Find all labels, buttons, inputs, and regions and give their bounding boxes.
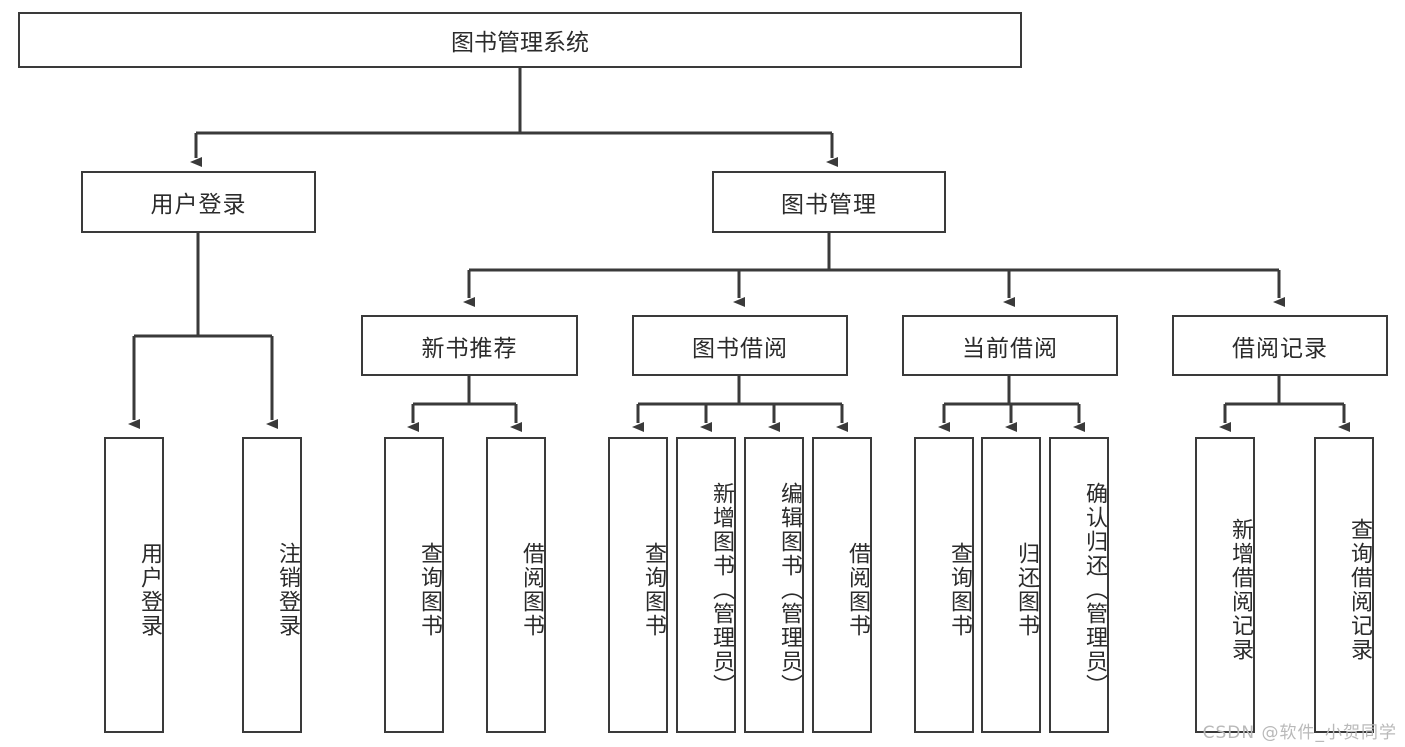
leaf-newbook-query-book[interactable]: 查询图书: [384, 437, 444, 733]
node-label: 查询图书: [417, 542, 442, 638]
node-label: 查询图书: [947, 542, 972, 638]
leaf-user-logout[interactable]: 注销登录: [242, 437, 302, 733]
node-label: 查询借阅记录: [1347, 518, 1372, 662]
leaf-borrow-query-book[interactable]: 查询图书: [608, 437, 668, 733]
node-label: 图书管理: [781, 192, 877, 218]
node-label: 用户登录: [137, 542, 162, 638]
node-label: 借阅图书: [519, 542, 544, 638]
node-book-management[interactable]: 图书管理: [712, 171, 946, 233]
node-book-borrow[interactable]: 图书借阅: [632, 315, 848, 376]
node-user-login[interactable]: 用户登录: [81, 171, 316, 233]
node-label: 新书推荐: [421, 335, 518, 362]
node-label: 新增借阅记录: [1228, 518, 1253, 662]
node-label: 借阅图书: [845, 542, 870, 638]
node-label: 新增图书（管理员）: [709, 482, 734, 698]
leaf-current-return-book[interactable]: 归还图书: [981, 437, 1041, 733]
leaf-current-query-book[interactable]: 查询图书: [914, 437, 974, 733]
leaf-newbook-borrow-book[interactable]: 借阅图书: [486, 437, 546, 733]
node-borrow-record[interactable]: 借阅记录: [1172, 315, 1388, 376]
leaf-user-login[interactable]: 用户登录: [104, 437, 164, 733]
node-label: 用户登录: [150, 192, 247, 218]
node-label: 图书管理系统: [451, 30, 589, 56]
node-label: 注销登录: [275, 542, 300, 638]
leaf-record-add-record[interactable]: 新增借阅记录: [1195, 437, 1255, 733]
node-label: 图书借阅: [692, 335, 788, 362]
node-label: 查询图书: [641, 542, 666, 638]
leaf-borrow-edit-book[interactable]: 编辑图书（管理员）: [744, 437, 804, 733]
leaf-current-confirm-return[interactable]: 确认归还（管理员）: [1049, 437, 1109, 733]
node-label: 编辑图书（管理员）: [777, 482, 802, 698]
node-new-book-recommend[interactable]: 新书推荐: [361, 315, 578, 376]
node-current-borrow[interactable]: 当前借阅: [902, 315, 1118, 376]
leaf-borrow-add-book[interactable]: 新增图书（管理员）: [676, 437, 736, 733]
node-root-system[interactable]: 图书管理系统: [18, 12, 1022, 68]
node-label: 归还图书: [1014, 542, 1039, 638]
node-label: 借阅记录: [1232, 335, 1328, 362]
leaf-record-query-record[interactable]: 查询借阅记录: [1314, 437, 1374, 733]
leaf-borrow-borrow-book[interactable]: 借阅图书: [812, 437, 872, 733]
node-label: 当前借阅: [962, 335, 1058, 362]
node-label: 确认归还（管理员）: [1082, 482, 1107, 698]
